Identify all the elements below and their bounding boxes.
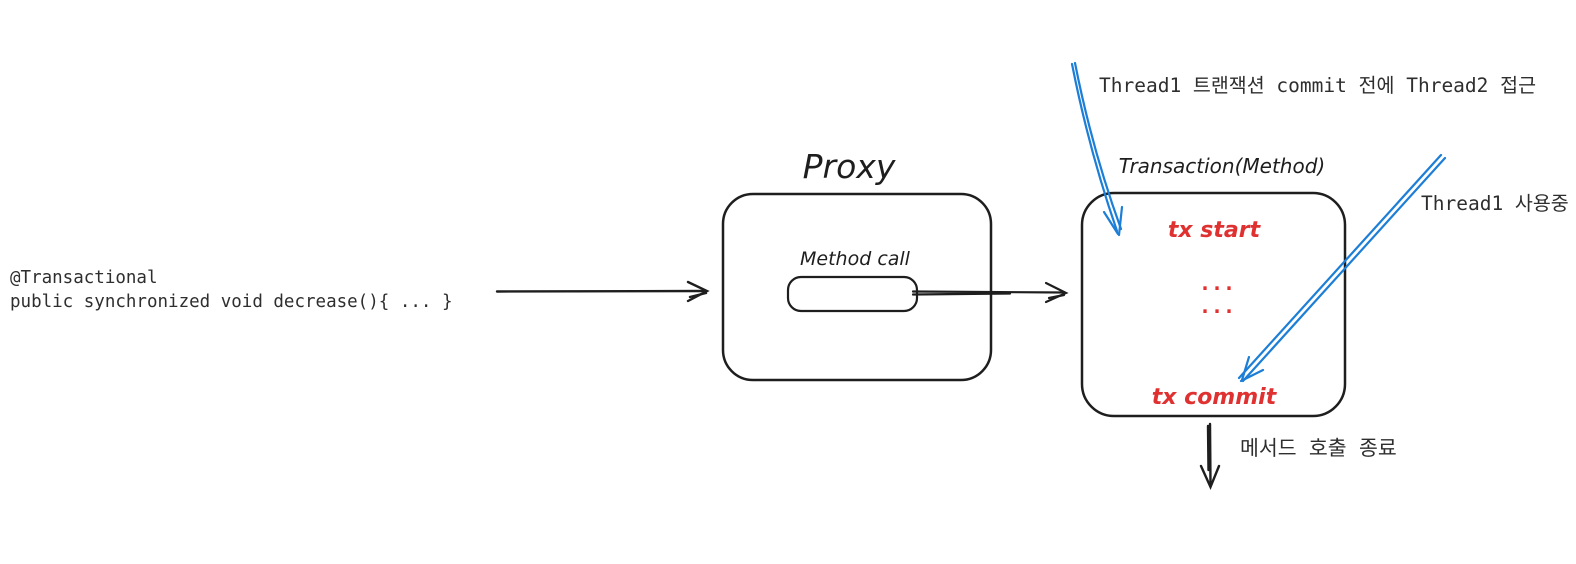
method-call-label: Method call [800, 248, 911, 270]
tx-start-label: tx start [1168, 218, 1262, 243]
code-line-2: public synchronized void decrease(){ ...… [10, 292, 453, 312]
thread1-in-use-arrow [1237, 153, 1447, 383]
proxy-box [721, 192, 993, 382]
tx-dots-2: ... [1199, 294, 1235, 318]
code-line-1: @Transactional [10, 268, 158, 288]
method-call-rect [786, 275, 919, 313]
code-to-proxy-arrow [495, 280, 710, 303]
thread1-in-use-label: Thread1 사용중 [1421, 192, 1569, 215]
transaction-title: Transaction(Method) [1119, 154, 1325, 178]
transaction-steps: tx start ... ... tx commit [1152, 218, 1278, 410]
proxy-to-transaction-arrow [911, 281, 1069, 304]
thread2-access-label: Thread1 트랜잭션 commit 전에 Thread2 접근 [1099, 74, 1536, 97]
transaction-box-outline [1080, 191, 1347, 418]
proxy-title: Proxy [803, 147, 896, 186]
tx-dots-1: ... [1199, 271, 1235, 295]
transaction-box [1080, 191, 1347, 418]
code-snippet: @Transactional public synchronized void … [10, 268, 453, 312]
method-end-label: 메서드 호출 종료 [1240, 436, 1397, 460]
proxy-box-outline [721, 192, 993, 382]
method-end-arrow [1199, 422, 1221, 491]
tx-commit-label: tx commit [1152, 385, 1278, 410]
thread2-access-arrow [1070, 61, 1124, 237]
